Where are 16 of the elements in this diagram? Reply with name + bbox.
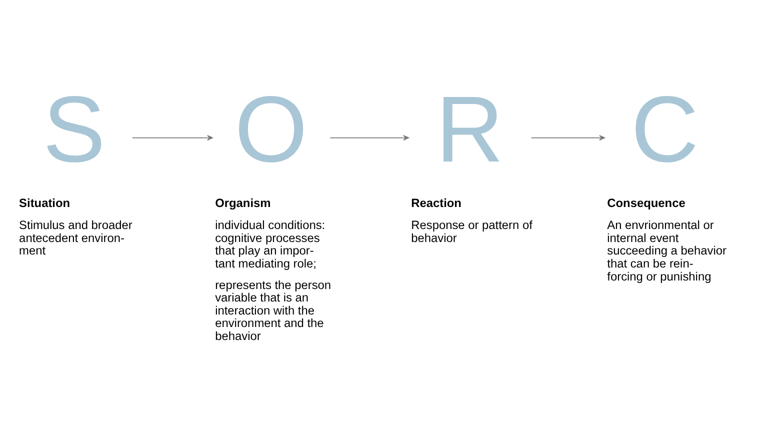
node-label: Stimulus and broader antecedent environ- ment [19,218,132,258]
node-label: Consequence [607,196,686,210]
node-label: Response or pattern of behavior [411,218,532,245]
node-text: R [436,76,504,182]
node-label: represents the person variable that is an interaction with the environment and the behavior [215,278,332,343]
node-label: individual conditions: cognitive processes that play an impor- tant mediating role; [215,218,326,271]
arrow [330,135,409,141]
node-text: C [631,76,699,182]
node-text: O [234,76,308,182]
node-label: Reaction [411,196,462,210]
node-text: S [42,76,106,182]
arrow [132,135,213,141]
node-label: Organism [215,196,271,210]
node-label: An envrionmental or internal event succeeding a behavior that can be rein- forcing or punishing [607,218,726,284]
node-label: Situation [19,196,70,210]
arrow [530,135,606,141]
